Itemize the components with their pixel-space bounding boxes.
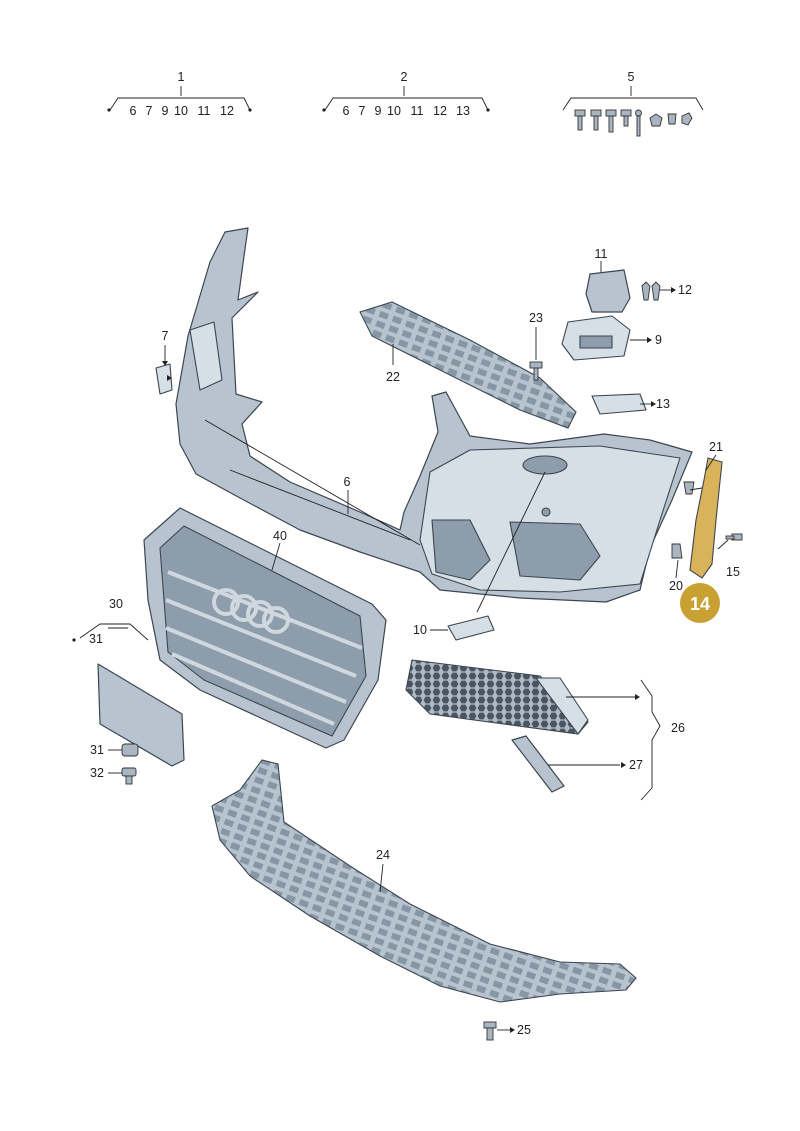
callout-10: 10: [413, 623, 427, 637]
fog-surround: [535, 677, 589, 735]
callout-14: 14: [690, 594, 710, 614]
callout-30: 30: [109, 597, 123, 611]
screw-32-icon: [121, 767, 137, 785]
clip-21-icon: [683, 481, 695, 495]
side-bracket-14: [689, 457, 723, 579]
group2-item: 7: [359, 104, 366, 118]
group-5-fasteners: 5: [562, 70, 704, 137]
highlight-badge-14: 14: [680, 583, 720, 623]
callout-11: 11: [595, 247, 608, 261]
callout-2: 2: [401, 70, 408, 84]
callout-23: 23: [529, 311, 543, 325]
group2-item: 10: [387, 104, 401, 118]
audi-rings-logo: [212, 588, 290, 634]
group1-item: 9: [162, 104, 169, 118]
callout-32: 32: [90, 766, 104, 780]
group2-item: 12: [433, 104, 447, 118]
upper-support-bar: [359, 301, 577, 429]
callout-6: 6: [344, 475, 351, 489]
radiator-grille: [143, 507, 387, 749]
callout-5: 5: [628, 70, 635, 84]
group1-item: 6: [130, 104, 137, 118]
callout-22: 22: [386, 370, 400, 384]
bracket-13: [591, 393, 647, 415]
clip-12-icon: [641, 281, 661, 301]
group2-item: 13: [456, 104, 470, 118]
tow-cap-10: [447, 615, 495, 641]
callout-15: 15: [726, 565, 740, 579]
callout-9: 9: [655, 333, 662, 347]
group1-item: 10: [174, 104, 188, 118]
screw-25-icon: [483, 1021, 497, 1041]
bracket-11: [585, 269, 631, 313]
callout-31-top: 31: [89, 632, 103, 646]
leader-lines: [79, 261, 729, 1031]
grille-slats: [165, 570, 363, 726]
clip-20-icon: [671, 543, 683, 559]
leader-arrows: [72, 287, 676, 1033]
group2-item: 6: [343, 104, 350, 118]
callout-31: 31: [90, 743, 104, 757]
callout-1: 1: [178, 70, 185, 84]
fastener-set-icon: [574, 109, 693, 137]
group1-item: 12: [220, 104, 234, 118]
clip-31-icon: [121, 743, 139, 757]
callout-27: 27: [629, 758, 643, 772]
license-plate-bracket: [97, 663, 185, 767]
callout-21: 21: [709, 440, 723, 454]
trim-strip-27: [511, 735, 565, 793]
callout-26: 26: [671, 721, 685, 735]
callout-labels: 7 11 12 9 13 23 22 6 40 21 15 20 14 30 3…: [89, 247, 740, 1037]
group1-item: 7: [146, 104, 153, 118]
screw-15-icon: [725, 533, 743, 541]
callout-12: 12: [678, 283, 692, 297]
callout-40: 40: [273, 529, 287, 543]
callout-24: 24: [376, 848, 390, 862]
group2-item: 11: [411, 104, 424, 118]
callout-20: 20: [669, 579, 683, 593]
group1-item: 11: [198, 104, 211, 118]
screw-23-icon: [529, 361, 543, 381]
callout-7: 7: [162, 329, 169, 343]
callout-13: 13: [656, 397, 670, 411]
bumper-cover: [175, 227, 693, 603]
group2-item: 9: [375, 104, 382, 118]
bracket-9-slots: [579, 335, 613, 349]
lower-splash-guard: [211, 759, 637, 1003]
callout-25: 25: [517, 1023, 531, 1037]
